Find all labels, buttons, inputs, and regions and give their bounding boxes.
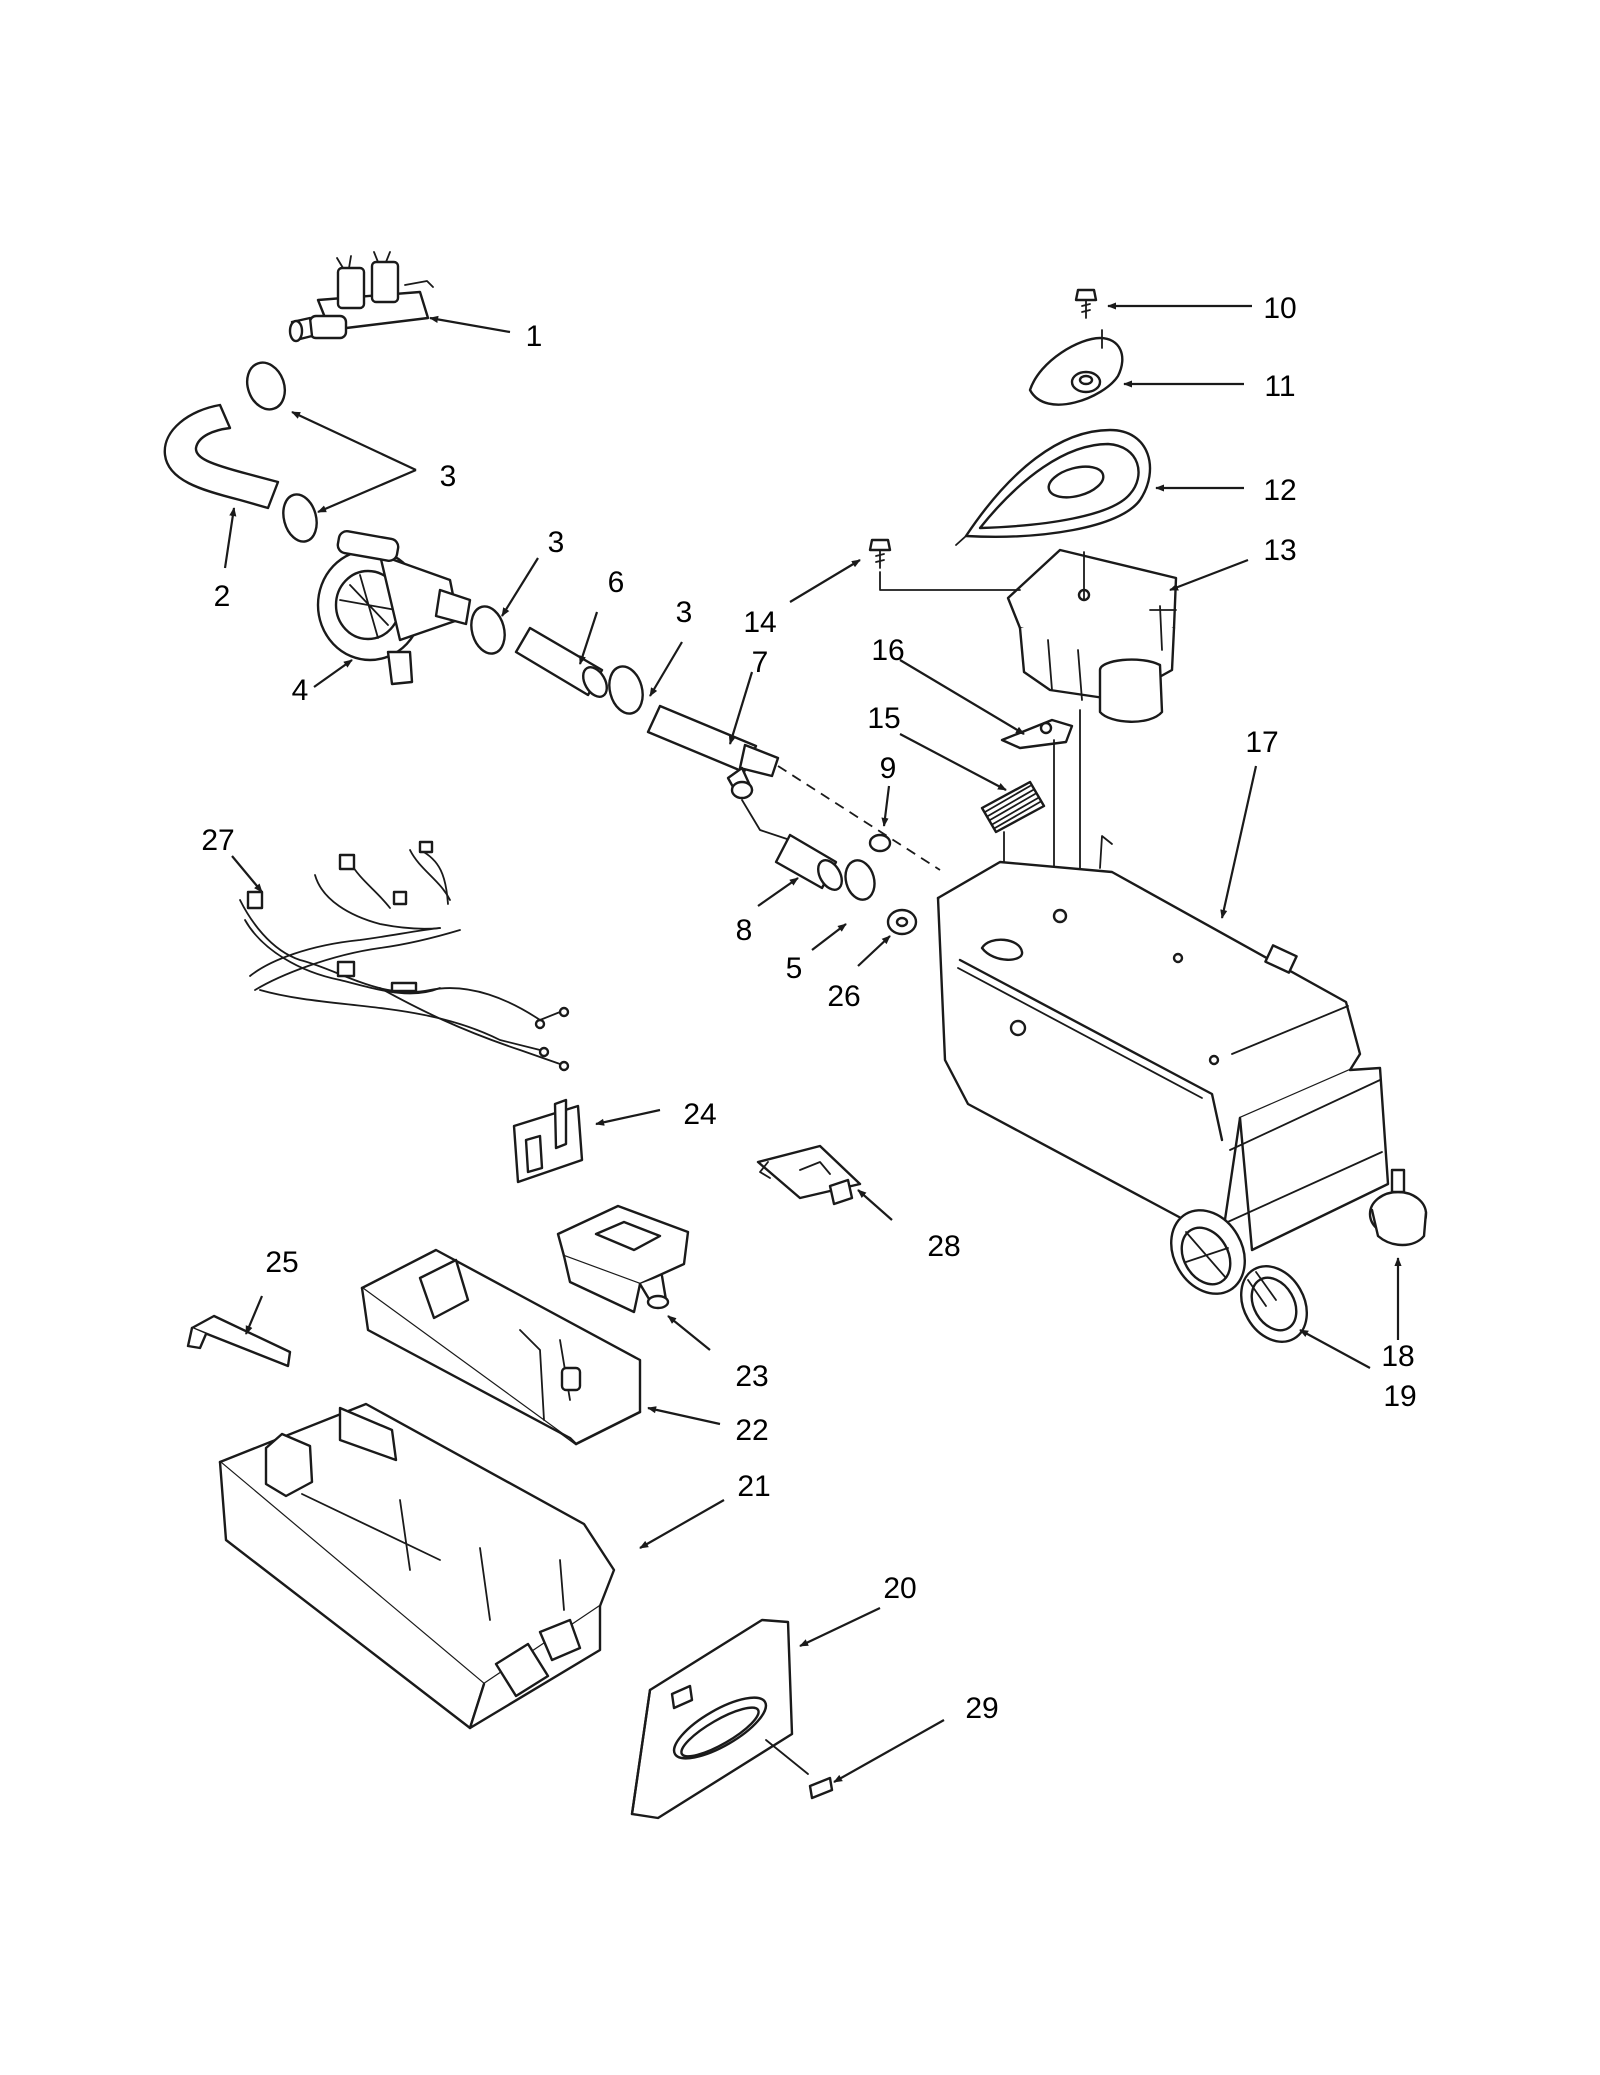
callout-3: 3: [440, 460, 457, 493]
callout-13: 13: [1263, 534, 1296, 567]
assembly-line-14: [879, 571, 1021, 591]
callout-7: 7: [752, 646, 769, 679]
part-hose-clamp: [608, 665, 644, 715]
callout-3: 3: [548, 526, 565, 559]
callout-14: 14: [743, 606, 776, 639]
callout-29: 29: [965, 1692, 998, 1725]
part-label: [808, 1776, 834, 1800]
callout-11: 11: [1264, 370, 1295, 403]
part-hose-clamp: [470, 605, 506, 655]
part-pump: [316, 530, 472, 686]
part-short-hose: [514, 626, 604, 697]
part-float: [1368, 1168, 1428, 1247]
part-bracket-housing: [1006, 548, 1178, 723]
part-dispenser-cup: [556, 1204, 690, 1314]
callout-10: 10: [1263, 292, 1296, 325]
part-short-hose-end: [817, 859, 843, 891]
callout-26: 26: [827, 980, 860, 1013]
part-wire-harness: [239, 840, 570, 1072]
part-siphon-cover: [756, 1144, 862, 1206]
callout-12: 12: [1263, 474, 1296, 507]
part-screw: [868, 538, 892, 569]
part-dispenser-housing: [936, 835, 1390, 1252]
part-housing-outlet: [1170, 1209, 1246, 1295]
assembly-line-29: [765, 1739, 809, 1775]
part-hose-tee: [646, 704, 780, 800]
callout-21: 21: [737, 1470, 770, 1503]
callout-25: 25: [265, 1246, 298, 1279]
part-gasket: [955, 428, 1152, 546]
callout-3: 3: [676, 596, 693, 629]
part-grommet-hole: [895, 916, 909, 928]
part-drawer: [218, 1402, 616, 1730]
callout-20: 20: [883, 1572, 916, 1605]
callout-4: 4: [292, 674, 309, 707]
part-tray: [360, 1248, 642, 1446]
callout-19: 19: [1383, 1380, 1416, 1413]
assembly-line-7-8: [741, 799, 791, 841]
callout-leaders: [223, 302, 1402, 1783]
part-cap: [1028, 329, 1124, 406]
callout-2: 2: [214, 580, 231, 613]
callout-17: 17: [1245, 726, 1278, 759]
part-o-ring: [868, 833, 892, 853]
part-hose-clamp: [245, 361, 287, 411]
callout-18: 18: [1381, 1340, 1414, 1373]
callout-16: 16: [871, 634, 904, 667]
callout-27: 27: [201, 824, 234, 857]
part-short-hose-end: [582, 666, 608, 698]
callout-9: 9: [880, 752, 897, 785]
part-drawer-front: [630, 1618, 794, 1820]
part-hose-clamp: [282, 493, 318, 543]
part-hose-clamp: [844, 859, 876, 901]
callout-1: 1: [526, 320, 543, 353]
part-small-clip: [186, 1314, 292, 1368]
callout-15: 15: [867, 702, 900, 735]
part-small-bracket: [512, 1098, 584, 1184]
callout-22: 22: [735, 1414, 768, 1447]
callout-28: 28: [927, 1230, 960, 1263]
part-nut: [1240, 1265, 1308, 1343]
assembly-line-13: [1079, 551, 1085, 871]
part-spring: [980, 780, 1046, 834]
callout-5: 5: [786, 952, 803, 985]
callout-24: 24: [683, 1098, 716, 1131]
callout-6: 6: [608, 566, 625, 599]
part-screw: [1074, 288, 1098, 319]
part-inlet-valve: [288, 251, 434, 343]
part-hose: [163, 403, 280, 510]
callout-labels: 1 2 3 3 3 4 5 6 7 8 9 10 11 12 13 14 15 …: [201, 292, 1416, 1725]
part-clip-hole: [1039, 721, 1053, 735]
part-clip: [1000, 718, 1074, 750]
callout-23: 23: [735, 1360, 768, 1393]
assembly-line-7: [777, 765, 941, 871]
callout-8: 8: [736, 914, 753, 947]
